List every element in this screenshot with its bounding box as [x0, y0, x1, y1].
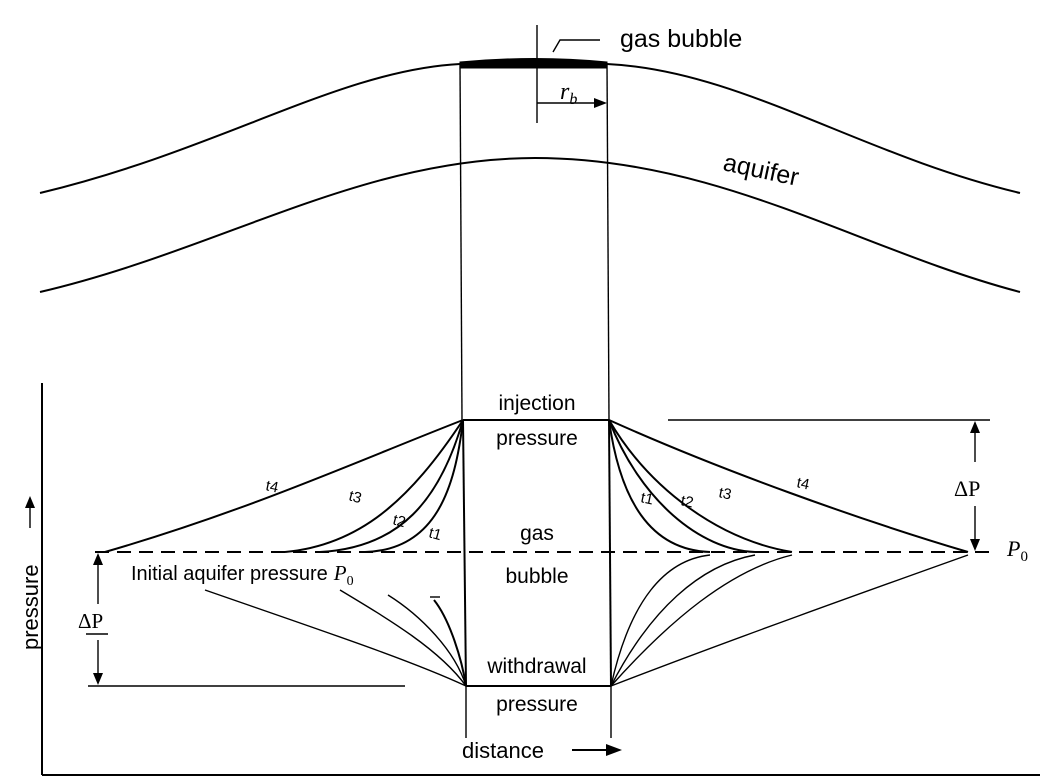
initial-aquifer-pressure-text: Initial aquifer pressure	[131, 563, 328, 585]
right-deltap-label: ΔP	[954, 476, 980, 501]
curve-right-injection-t4	[608, 419, 969, 553]
right-p0-symbol: P	[1006, 536, 1020, 561]
curve-left-withdrawal-t2	[387, 594, 467, 687]
distance-axis-label: distance	[462, 738, 544, 763]
curve-left-withdrawal-t3	[339, 589, 467, 687]
left-deltap-arrowhead-up	[93, 553, 103, 565]
curve-right-injection-t2	[608, 419, 756, 553]
right-deltap-arrowhead-down	[970, 539, 980, 551]
p0-inline-sub: 0	[347, 574, 354, 589]
injection-pressure-label: pressure	[496, 427, 578, 450]
withdrawal-label: withdrawal	[486, 655, 586, 678]
aquifer-label: aquifer	[721, 148, 802, 191]
label-left-t1: t1	[427, 524, 443, 544]
curve-left-withdrawal-t4	[204, 589, 467, 687]
rb-label: rb	[560, 79, 577, 108]
bubble-label: bubble	[505, 565, 568, 588]
curve-left-injection-t4	[104, 419, 464, 553]
aquifer-bottom-boundary	[39, 156, 1021, 293]
pressure-axis-label: pressure	[18, 564, 43, 650]
withdrawal-pressure-label: pressure	[496, 693, 578, 716]
rb-arrowhead	[594, 98, 607, 108]
left-deltap-arrowhead-down	[93, 673, 103, 685]
label-left-t3: t3	[347, 487, 363, 507]
gas-bubble-label: gas bubble	[620, 25, 742, 53]
curve-right-withdrawal-t4	[610, 554, 969, 687]
right-p0-label: P0	[1006, 536, 1028, 565]
gas-bubble-shape	[459, 58, 608, 69]
p0-inline-symbol: P	[333, 561, 347, 585]
label-right-t3: t3	[717, 484, 733, 503]
label-right-t1: t1	[639, 489, 655, 508]
curve-right-withdrawal-t2	[610, 554, 756, 687]
curve-left-injection-t1	[364, 419, 464, 553]
right-p0-sub: 0	[1020, 549, 1028, 565]
column-left-line	[459, 63, 463, 421]
right-deltap-arrowhead-up	[970, 421, 980, 433]
curve-right-injection-t3	[608, 419, 793, 553]
rb-sub: b	[569, 91, 577, 108]
rb-r: r	[560, 79, 570, 105]
injection-label: injection	[498, 392, 575, 415]
column-right-line	[606, 63, 610, 421]
curve-right-withdrawal-t3	[610, 554, 793, 687]
curve-right-withdrawal-t1	[610, 554, 711, 687]
label-right-t4: t4	[795, 474, 811, 493]
label-right-t2: t2	[679, 492, 695, 511]
bubble-left-wall	[462, 419, 467, 687]
label-left-t2: t2	[391, 511, 407, 531]
distance-axis-arrowhead	[606, 744, 622, 756]
pressure-axis-arrowhead	[25, 496, 35, 508]
left-deltap-label: ΔP	[78, 609, 103, 633]
curve-right-injection-t1	[608, 419, 711, 553]
curve-left-withdrawal-t1	[433, 599, 467, 687]
aquifer-top-boundary	[39, 63, 1021, 194]
gas-label: gas	[520, 522, 554, 545]
curve-left-injection-t2	[319, 419, 464, 553]
label-left-t4: t4	[264, 477, 280, 496]
curve-left-injection-t3	[284, 419, 464, 553]
initial-pressure-label-bg	[128, 560, 416, 586]
gas-bubble-leader	[552, 39, 600, 53]
